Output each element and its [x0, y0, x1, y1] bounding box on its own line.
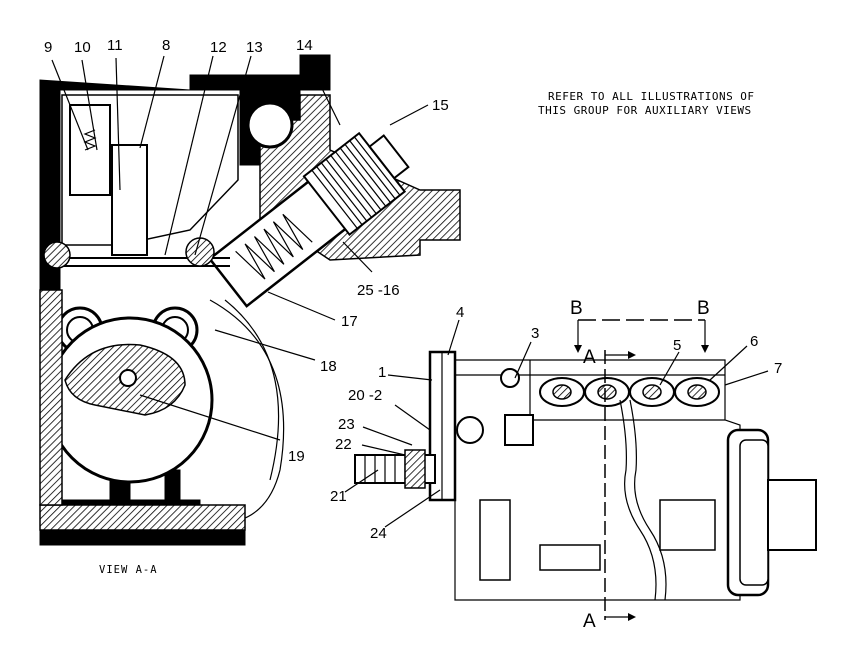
section-labels: B B A A [570, 298, 710, 632]
callout-18: 18 [320, 358, 337, 375]
section-label-b-right: B [697, 298, 710, 319]
callout-23: 23 [338, 416, 355, 433]
leader-lines-right [344, 319, 769, 528]
section-label-a-bottom: A [583, 611, 596, 632]
callout-3: 3 [531, 325, 539, 342]
pump-assembly-view [354, 350, 817, 601]
plunger-bores [539, 377, 720, 407]
callout-25-16: 25 -16 [357, 282, 400, 299]
section-view-a-a [39, 54, 461, 546]
section-label-b-left: B [570, 298, 583, 319]
callout-11: 11 [107, 37, 123, 54]
callout-24: 24 [370, 525, 387, 542]
callout-17: 17 [341, 313, 358, 330]
note-line-1: REFER TO ALL ILLUSTRATIONS OF [548, 90, 755, 103]
section-line-b-b [574, 319, 709, 353]
callout-22: 22 [335, 436, 352, 453]
callout-20-2: 20 -2 [348, 387, 382, 404]
view-label: VIEW A-A [99, 564, 158, 576]
callout-10: 10 [74, 39, 91, 56]
callout-14: 14 [296, 37, 313, 54]
callout-1: 1 [378, 364, 386, 381]
callout-4: 4 [456, 304, 464, 321]
leader-lines-left [51, 55, 429, 441]
callout-9: 9 [44, 39, 52, 56]
callout-5: 5 [673, 337, 681, 354]
callout-21: 21 [330, 488, 347, 505]
section-line-a-a [604, 350, 636, 621]
note-line-2: THIS GROUP FOR AUXILIARY VIEWS [538, 104, 752, 117]
callout-15: 15 [432, 97, 449, 114]
callout-labels: 9 10 11 8 12 13 14 15 25 -16 17 18 19 1 … [44, 37, 782, 542]
callout-6: 6 [750, 333, 758, 350]
callout-8: 8 [162, 37, 170, 54]
callout-7: 7 [774, 360, 782, 377]
callout-19: 19 [288, 448, 305, 465]
callout-13: 13 [246, 39, 263, 56]
section-label-a-top: A [583, 347, 596, 368]
callout-12: 12 [210, 39, 227, 56]
